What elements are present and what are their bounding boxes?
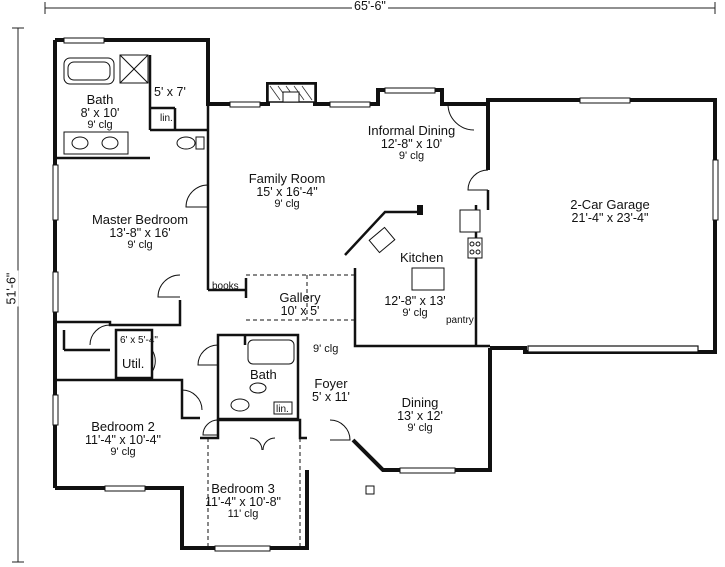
- room-bedroom-2: Bedroom 2 11'-4" x 10'-4" 9' clg: [68, 420, 178, 458]
- room-ceiling: 11' clg: [227, 507, 259, 520]
- linen2-label: lin.: [276, 404, 289, 415]
- linen-closet-label: lin.: [160, 113, 173, 124]
- room-size: 11'-4" x 10'-4": [85, 432, 161, 447]
- room-ceiling: 9' clg: [110, 445, 136, 458]
- room-ceiling: 9' clg: [274, 197, 300, 210]
- room-size: 21'-4" x 23'-4": [571, 210, 649, 225]
- room-size: 5' x 11': [312, 389, 350, 404]
- room-name: 2-Car Garage: [570, 197, 650, 212]
- room-family: Family Room 15' x 16'-4" 9' clg: [237, 172, 337, 210]
- interior-walls: [55, 55, 490, 440]
- gallery-ceiling: 9' clg: [313, 343, 339, 355]
- closet-size: 5' x 7': [154, 85, 186, 99]
- room-ceiling: 9' clg: [398, 149, 425, 162]
- room-kitchen: 12'-8" x 13' 9' clg: [370, 294, 460, 320]
- books-label: books: [212, 281, 239, 292]
- fixtures: [63, 54, 483, 495]
- room-ceiling: 9' clg: [87, 118, 113, 131]
- room-name: Bath: [86, 92, 114, 107]
- room-informal-dining: Informal Dining 12'-8" x 10' 9' clg: [354, 124, 469, 162]
- room-foyer: Foyer 5' x 11': [306, 377, 356, 404]
- windows: [52, 37, 719, 552]
- room-ceiling: 9' clg: [402, 307, 428, 320]
- room-size: 15' x 16'-4": [256, 184, 318, 199]
- room-name: Gallery: [279, 290, 321, 305]
- util-name: Util.: [122, 356, 145, 371]
- room-name: Dining: [401, 395, 439, 410]
- room-name: Master Bedroom: [91, 212, 189, 227]
- room-size: 8' x 10': [80, 105, 120, 120]
- room-size: 10' x 5': [280, 303, 320, 318]
- room-gallery: Gallery 10' x 5': [272, 291, 328, 318]
- room-size: 13'-8" x 16': [109, 225, 171, 240]
- openings: [118, 157, 476, 548]
- room-name: Informal Dining: [367, 123, 456, 138]
- dimension-lines: [12, 2, 716, 563]
- kitchen-name: Kitchen: [400, 250, 444, 265]
- room-master-bedroom: Master Bedroom 13'-8" x 16' 9' clg: [80, 213, 200, 251]
- util-size: 6' x 5'-4": [120, 335, 158, 346]
- room-name: Bedroom 3: [211, 481, 275, 496]
- room-ceiling: 9' clg: [407, 421, 433, 434]
- bath2-name: Bath: [250, 367, 277, 382]
- room-size: 12'-8" x 13': [384, 294, 446, 308]
- garage-door: [527, 345, 699, 353]
- room-size: 12'-8" x 10': [380, 136, 443, 151]
- overall-depth-label: 51'-6": [4, 270, 19, 307]
- room-size: 11'-4" x 10'-8": [205, 494, 281, 509]
- pantry-label: pantry: [446, 315, 474, 326]
- room-name: Foyer: [314, 376, 348, 391]
- room-name: Family Room: [248, 171, 326, 186]
- room-name: Bedroom 2: [91, 419, 155, 434]
- room-dining: Dining 13' x 12' 9' clg: [385, 396, 455, 434]
- room-ceiling: 9' clg: [127, 238, 153, 251]
- fireplace: [267, 83, 316, 103]
- door-swings: [89, 103, 489, 451]
- overall-width-label: 65'-6": [352, 0, 388, 14]
- room-size: 13' x 12': [397, 408, 443, 423]
- room-bath-master: Bath 8' x 10' 9' clg: [70, 93, 130, 131]
- room-garage: 2-Car Garage 21'-4" x 23'-4": [550, 198, 670, 225]
- room-bedroom-3: Bedroom 3 11'-4" x 10'-8" 11' clg: [188, 482, 298, 520]
